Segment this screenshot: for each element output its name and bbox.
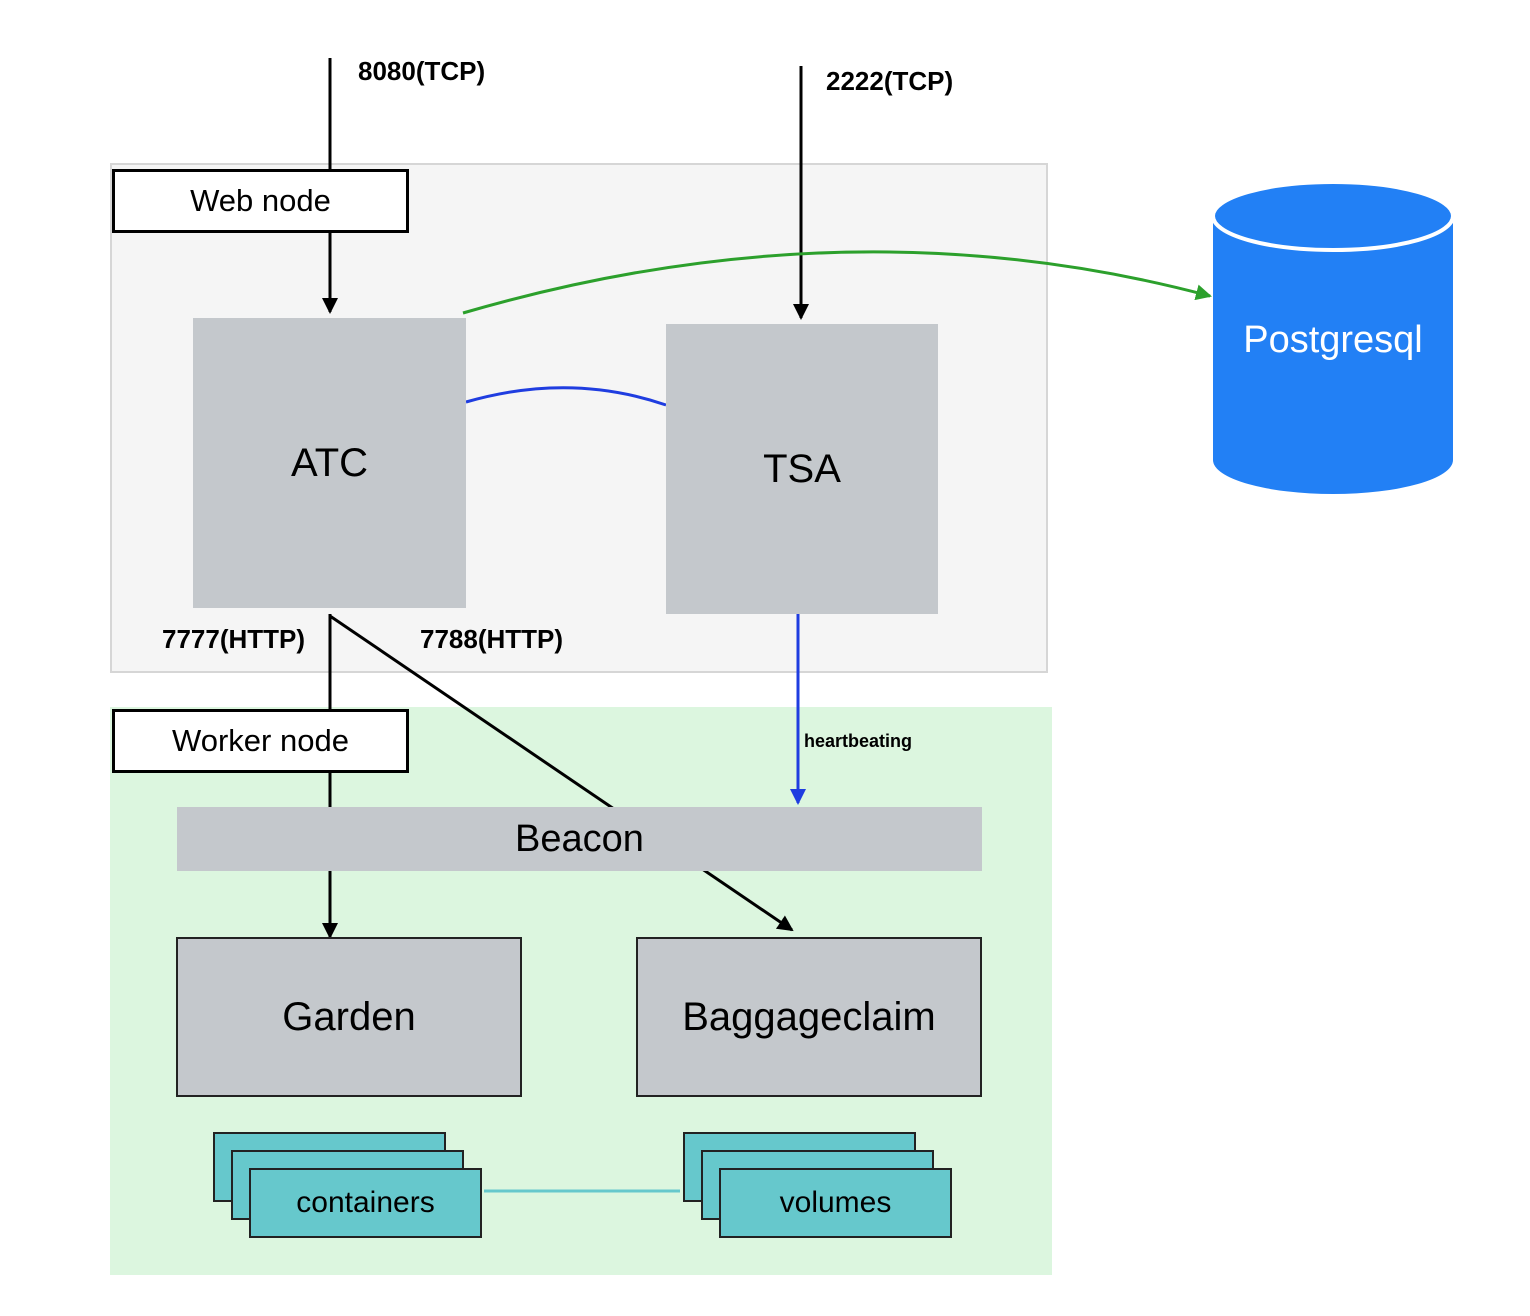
edge-atc-tsa-link (465, 386, 667, 407)
postgresql-database-icon (1211, 180, 1455, 494)
heartbeat-label: heartbeating (804, 731, 913, 751)
postgresql-label: Postgresql (1243, 318, 1423, 361)
port-label-baggageclaim: 7788(HTTP) (420, 624, 564, 654)
containers-stack-front: containers (249, 1168, 482, 1238)
baggageclaim-box: Baggageclaim (636, 937, 982, 1097)
garden-box: Garden (176, 937, 522, 1097)
beacon-box: Beacon (177, 807, 982, 871)
tsa-box: TSA (666, 324, 938, 614)
web-node-label-text: Web node (190, 183, 331, 218)
beacon-label: Beacon (515, 817, 644, 860)
web-node-label: Web node (112, 169, 409, 233)
volumes-label: volumes (779, 1186, 892, 1219)
port-label-tsa: 2222(TCP) (826, 66, 954, 96)
volumes-stack-front: volumes (719, 1168, 952, 1238)
port-label-garden: 7777(HTTP) (162, 624, 306, 654)
edge-atc-to-baggageclaim (329, 614, 794, 932)
worker-node-label-text: Worker node (172, 723, 349, 758)
atc-label: ATC (290, 440, 369, 485)
tsa-label: TSA (763, 446, 841, 491)
worker-node-label: Worker node (112, 709, 409, 773)
garden-label: Garden (282, 994, 416, 1039)
edge-atc-to-postgresql (462, 250, 1212, 315)
atc-box: ATC (193, 318, 466, 608)
baggageclaim-label: Baggageclaim (682, 994, 936, 1039)
containers-label: containers (296, 1186, 435, 1219)
port-label-web: 8080(TCP) (358, 56, 486, 86)
